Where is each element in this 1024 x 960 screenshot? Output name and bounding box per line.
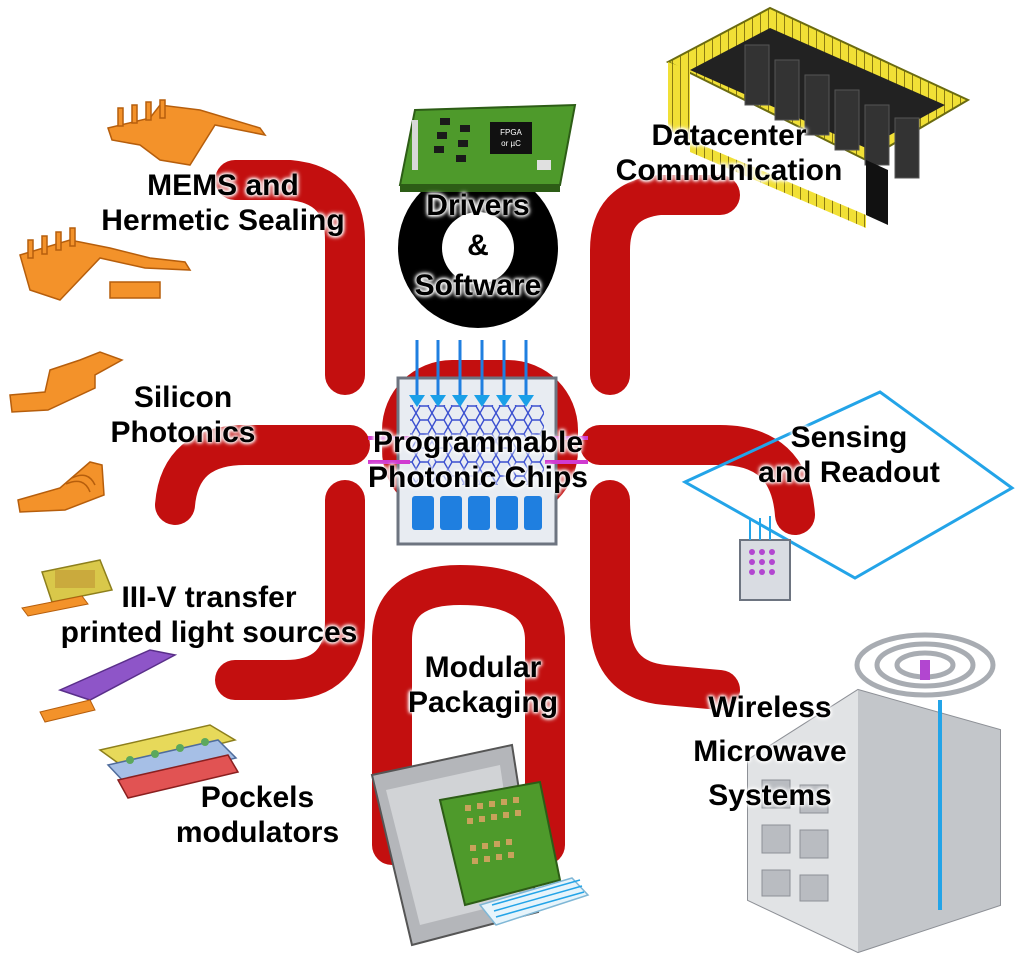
label-pockels-line1: Pockels	[200, 781, 315, 814]
pcb-chip-label-2: or µC	[501, 139, 521, 148]
label-wireless-line2: Microwave	[693, 735, 847, 768]
label-wireless-line3: Systems	[708, 779, 832, 812]
label-iiiv: III-V transfer printed light sources	[54, 580, 364, 650]
label-wireless-line1: Wireless	[708, 691, 832, 724]
label-drivers-line2: &	[467, 229, 489, 262]
arm-wireless	[590, 480, 740, 710]
label-datacenter-line1: Datacenter	[651, 119, 807, 152]
label-drivers: Drivers & Software	[408, 186, 548, 306]
drivers-disc	[398, 168, 558, 328]
center-title-line2: Photonic Chips	[368, 461, 588, 494]
label-silicon-line2: Photonics	[110, 416, 256, 449]
laser-chip-icon	[21, 559, 178, 723]
label-sensing: Sensing and Readout	[740, 420, 958, 490]
modulator-array-icon	[98, 724, 240, 799]
label-sensing-line1: Sensing	[790, 421, 908, 454]
pcb-chip-label-1: FPGA	[500, 128, 522, 137]
label-sensing-line2: and Readout	[758, 456, 940, 489]
label-packaging: Modular Packaging	[398, 650, 568, 720]
sensing-loop-icon	[681, 390, 1015, 601]
arm-iiiv	[215, 480, 365, 700]
arm-packaging	[372, 565, 565, 865]
label-packaging-line2: Packaging	[407, 686, 559, 719]
arm-silicon	[155, 425, 370, 525]
label-drivers-line1: Drivers	[426, 189, 530, 222]
arm-sensing	[580, 425, 815, 535]
label-datacenter: Datacenter Communication	[600, 118, 858, 188]
photonic-mesh-chip-icon	[368, 340, 588, 546]
center-title: Programmable Photonic Chips	[348, 425, 608, 495]
datacenter-rack-icon	[665, 6, 971, 228]
label-packaging-line1: Modular	[424, 651, 542, 684]
package-module-icon	[370, 743, 590, 947]
grating-coupler-icon	[17, 461, 105, 513]
octopus-arms	[155, 160, 815, 865]
label-drivers-line3: Software	[414, 269, 542, 302]
building-antenna-icon	[747, 632, 1001, 954]
label-silicon-line1: Silicon	[133, 381, 233, 414]
label-pockels: Pockels modulators	[160, 780, 355, 850]
label-mems-line1: MEMS and	[147, 169, 299, 202]
silicon-waveguide-icon	[9, 351, 124, 413]
arm-mems	[215, 160, 365, 395]
pcb-board-icon: FPGA or µC	[398, 103, 577, 192]
arm-datacenter	[590, 175, 740, 395]
label-iiiv-line1: III-V transfer	[121, 581, 297, 614]
center-title-line1: Programmable	[372, 426, 584, 459]
label-mems-line2: Hermetic Sealing	[101, 204, 345, 237]
label-datacenter-line2: Communication	[615, 154, 843, 187]
label-pockels-line2: modulators	[175, 816, 340, 849]
label-wireless: Wireless Microwave Systems	[690, 686, 850, 818]
label-iiiv-line2: printed light sources	[60, 616, 358, 649]
label-mems: MEMS and Hermetic Sealing	[98, 168, 348, 238]
label-silicon: Silicon Photonics	[108, 380, 258, 450]
mems-device-icon	[19, 99, 267, 301]
